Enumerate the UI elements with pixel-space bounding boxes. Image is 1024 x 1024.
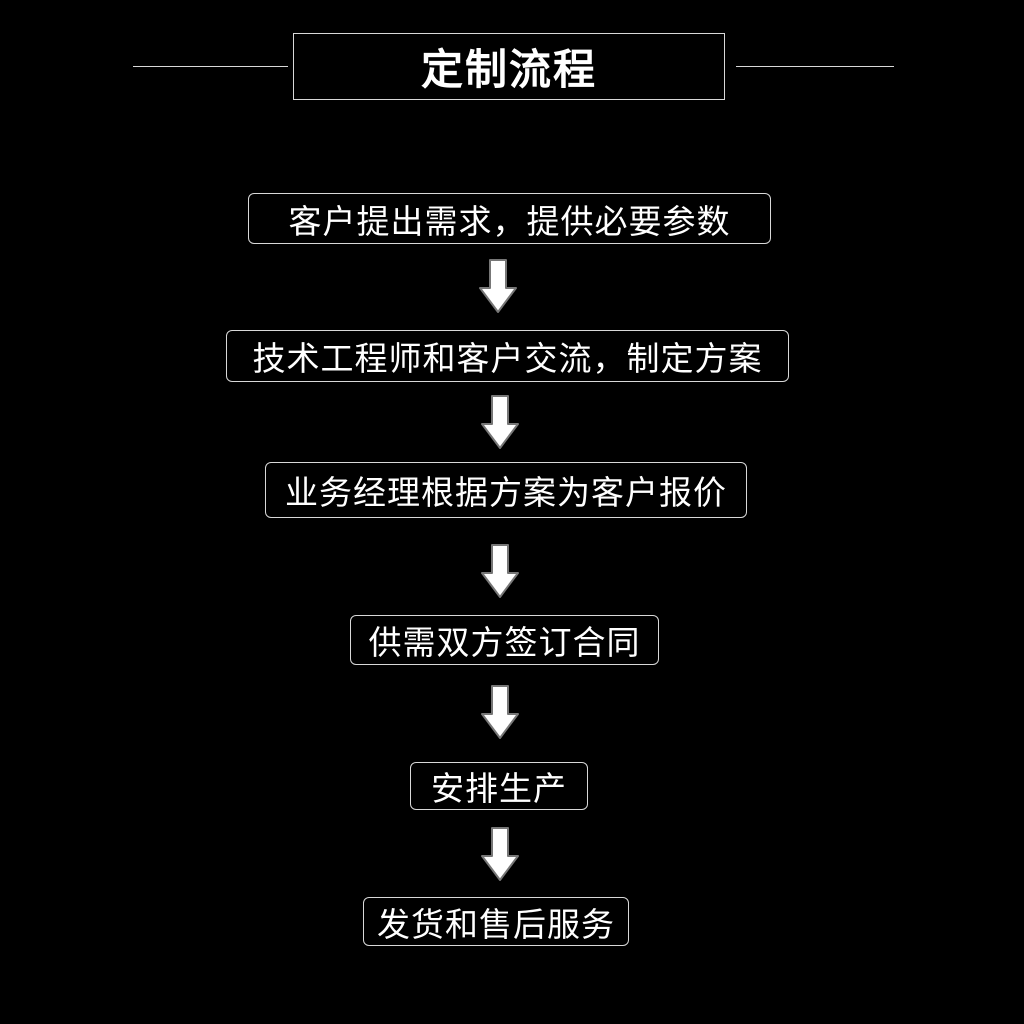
title-rule-right (736, 66, 894, 67)
step-3-box: 业务经理根据方案为客户报价 (265, 462, 747, 518)
step-3-label: 业务经理根据方案为客户报价 (285, 473, 727, 512)
step-1-label: 客户提出需求，提供必要参数 (288, 201, 731, 241)
down-arrow-icon (481, 685, 519, 739)
step-4-label: 供需双方签订合同 (368, 623, 641, 662)
step-6-box: 发货和售后服务 (363, 897, 629, 946)
step-2-label: 技术工程师和客户交流，制定方案 (252, 339, 763, 378)
step-5-box: 安排生产 (410, 762, 588, 810)
down-arrow-icon (481, 827, 519, 881)
down-arrow-icon (479, 259, 517, 313)
down-arrow-icon (481, 544, 519, 598)
step-4-box: 供需双方签订合同 (350, 615, 659, 665)
title-rule-left (133, 66, 288, 67)
step-5-label: 安排生产 (431, 769, 567, 808)
step-6-label: 发货和售后服务 (377, 904, 615, 944)
step-1-box: 客户提出需求，提供必要参数 (248, 193, 771, 244)
page-title: 定制流程 (420, 45, 597, 94)
down-arrow-icon (481, 395, 519, 449)
title-box: 定制流程 (293, 33, 725, 100)
step-2-box: 技术工程师和客户交流，制定方案 (226, 330, 789, 382)
